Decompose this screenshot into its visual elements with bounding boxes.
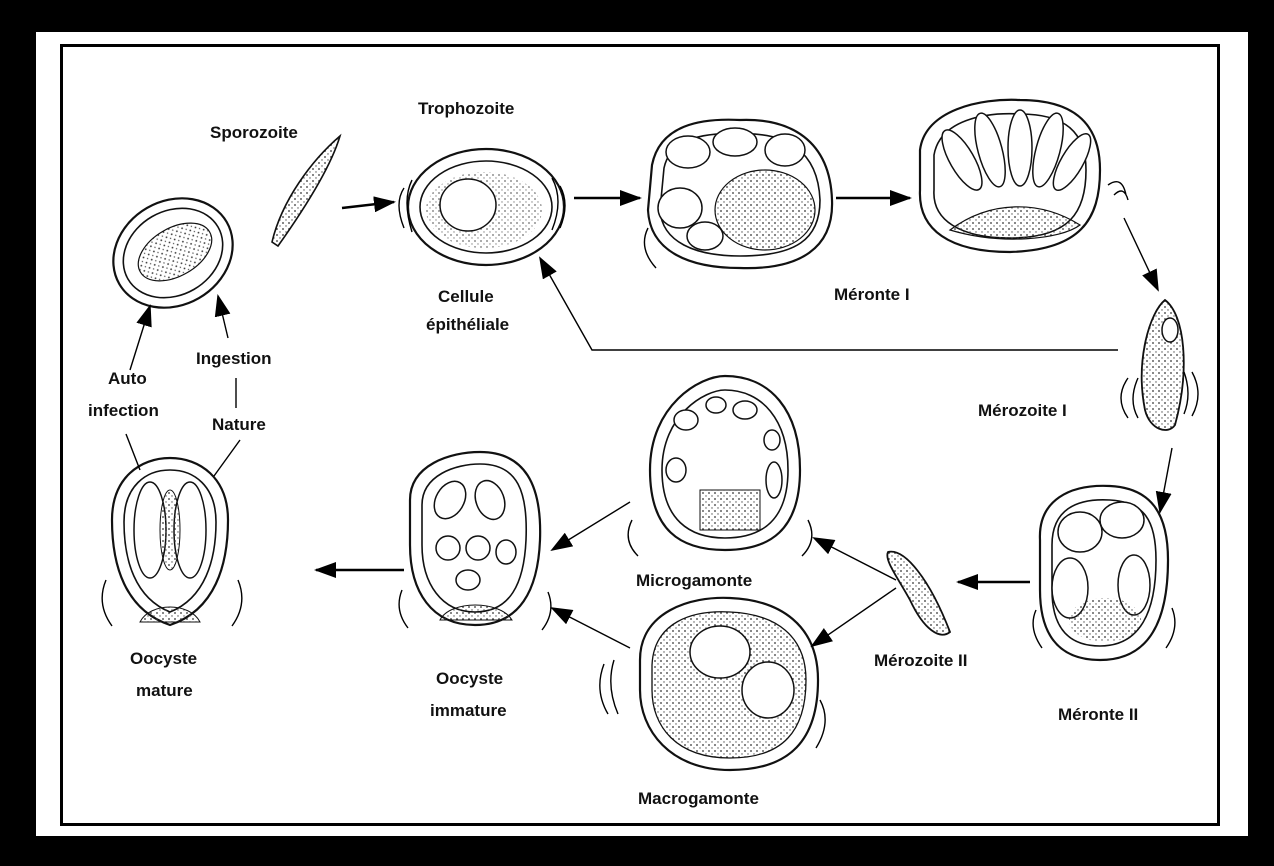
- meronte-1-mature-cell: [920, 100, 1128, 252]
- label-microgamonte: Microgamonte: [636, 571, 752, 590]
- label-oocyste-immature-1: Oocyste: [436, 669, 503, 688]
- label-oocyste-mature-2: mature: [136, 681, 193, 700]
- microgamonte-cell: [628, 376, 812, 556]
- merozoite-2-shape: [887, 552, 950, 635]
- label-cellule: Cellule: [438, 287, 494, 306]
- label-merozoite-1: Mérozoite I: [978, 401, 1067, 420]
- trophozoite-cell: [399, 149, 565, 265]
- label-oocyste-immature-2: immature: [430, 701, 507, 720]
- label-oocyste-mature-1: Oocyste: [130, 649, 197, 668]
- label-sporozoite: Sporozoite: [210, 123, 298, 142]
- label-nature: Nature: [212, 415, 266, 434]
- label-meronte-1: Méronte I: [834, 285, 910, 304]
- oocyst-infective: [93, 177, 252, 329]
- sporozoite-shape: [272, 136, 340, 246]
- label-merozoite-2: Mérozoite II: [874, 651, 968, 670]
- oocyst-mature-cell: [102, 458, 242, 626]
- label-epitheliale: épithéliale: [426, 315, 509, 334]
- label-macrogamonte: Macrogamonte: [638, 789, 759, 808]
- label-auto: Auto: [108, 369, 147, 388]
- macrogamonte-cell: [600, 598, 825, 770]
- label-meronte-2: Méronte II: [1058, 705, 1138, 724]
- meronte-1-cell: [644, 120, 832, 268]
- oocyst-immature-cell: [399, 452, 551, 630]
- label-infection: infection: [88, 401, 159, 420]
- label-ingestion: Ingestion: [196, 349, 272, 368]
- label-trophozoite: Trophozoite: [418, 99, 514, 118]
- meronte-2-cell: [1033, 486, 1175, 660]
- merozoite-1-shape: [1121, 300, 1198, 430]
